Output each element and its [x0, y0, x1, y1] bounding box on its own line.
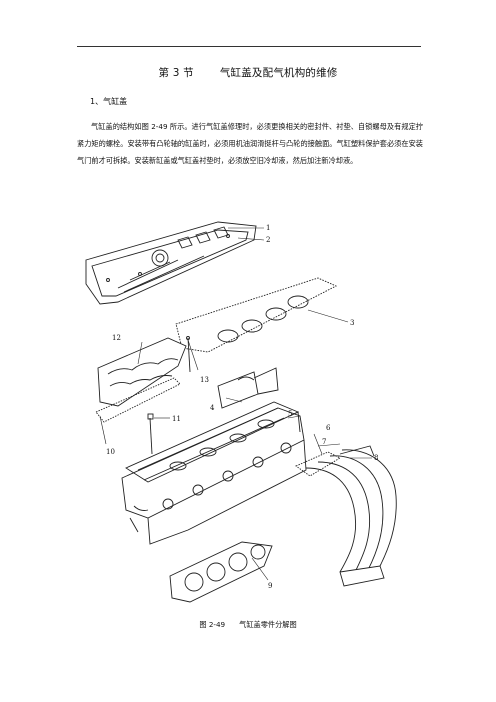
valve-cover [85, 221, 257, 305]
callout-3: 3 [350, 319, 354, 327]
subsection-title: 1、气缸盖 [90, 97, 128, 106]
cover-gasket [175, 277, 338, 353]
callout-4: 4 [210, 404, 215, 412]
callout-8: 8 [374, 454, 378, 462]
callout-5: 5 [288, 410, 292, 418]
cylinder-head [121, 401, 307, 545]
callout-1: 1 [266, 224, 270, 232]
header-rule [77, 46, 421, 47]
stud [186, 336, 191, 373]
figure-caption: 图 2-49 气缸盖零件分解图 [0, 620, 496, 630]
exploded-diagram: 1 2 3 4 5 6 7 8 9 10 11 12 13 [78, 218, 418, 613]
callout-11: 11 [172, 415, 181, 423]
callout-13: 13 [200, 376, 209, 384]
head-seal [289, 411, 301, 433]
callout-2: 2 [266, 236, 270, 244]
head-bolt [147, 413, 154, 455]
head-gasket [169, 541, 273, 603]
section-heading: 第 3 节 气缸盖及配气机构的维修 [0, 65, 496, 80]
intake-manifold [295, 445, 397, 587]
bearing-caps [217, 367, 279, 409]
leader-lines [99, 227, 372, 581]
body-paragraph: 气缸盖的结构如图 2-49 所示。进行气缸盖修理时，必须更换相关的密封件、衬垫、… [77, 122, 423, 166]
callout-labels: 1 2 3 4 5 6 7 8 9 10 11 12 13 [106, 224, 378, 590]
callout-7: 7 [322, 438, 326, 446]
callout-12: 12 [112, 334, 121, 342]
callout-9: 9 [268, 582, 272, 590]
callout-10: 10 [106, 448, 115, 456]
callout-6: 6 [326, 424, 331, 432]
section-number: 第 3 节 [158, 67, 194, 79]
figure-caption-text: 气缸盖零件分解图 [239, 620, 297, 629]
exhaust-manifold [95, 337, 187, 423]
section-title: 气缸盖及配气机构的维修 [219, 67, 338, 79]
figure-number: 图 2-49 [199, 620, 226, 629]
